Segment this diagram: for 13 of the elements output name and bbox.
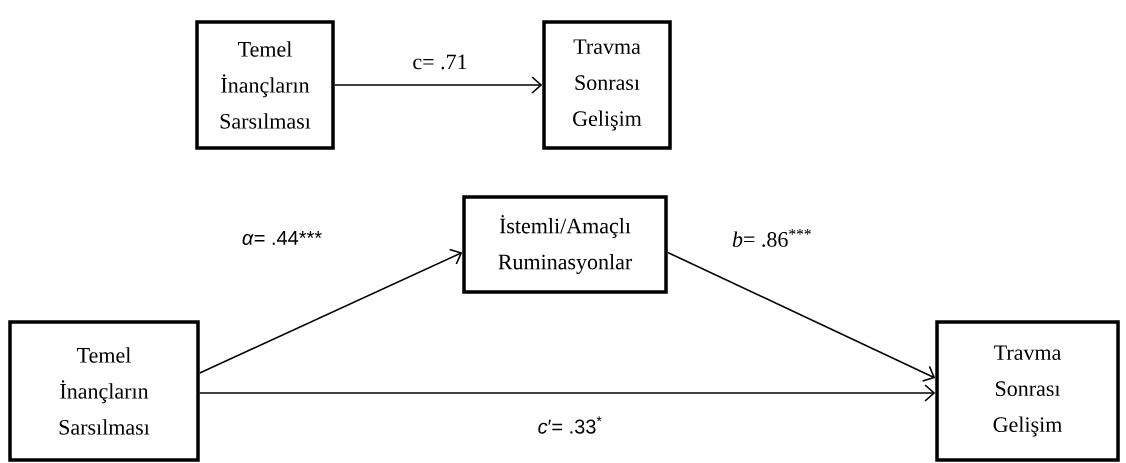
box: Temel İnançların Sarsılması	[8, 320, 200, 462]
box: Travma Sonrası Gelişim	[542, 20, 672, 150]
box: Travma Sonrası Gelişim	[935, 320, 1120, 462]
arrow	[198, 384, 936, 402]
arrow	[333, 76, 543, 94]
arrow	[198, 248, 463, 374]
arrow	[666, 251, 936, 382]
box: İstemli/Amaçlı Ruminasyonlar	[462, 195, 668, 294]
box: Temel İnançların Sarsılması	[195, 20, 335, 150]
edge-label: c= .71	[411, 53, 469, 71]
edge-label: α= .44***	[240, 230, 324, 246]
edge-label: b= .86$^{***}$	[731, 228, 813, 248]
edge-label: c′= .33$^{*}$	[536, 415, 604, 435]
